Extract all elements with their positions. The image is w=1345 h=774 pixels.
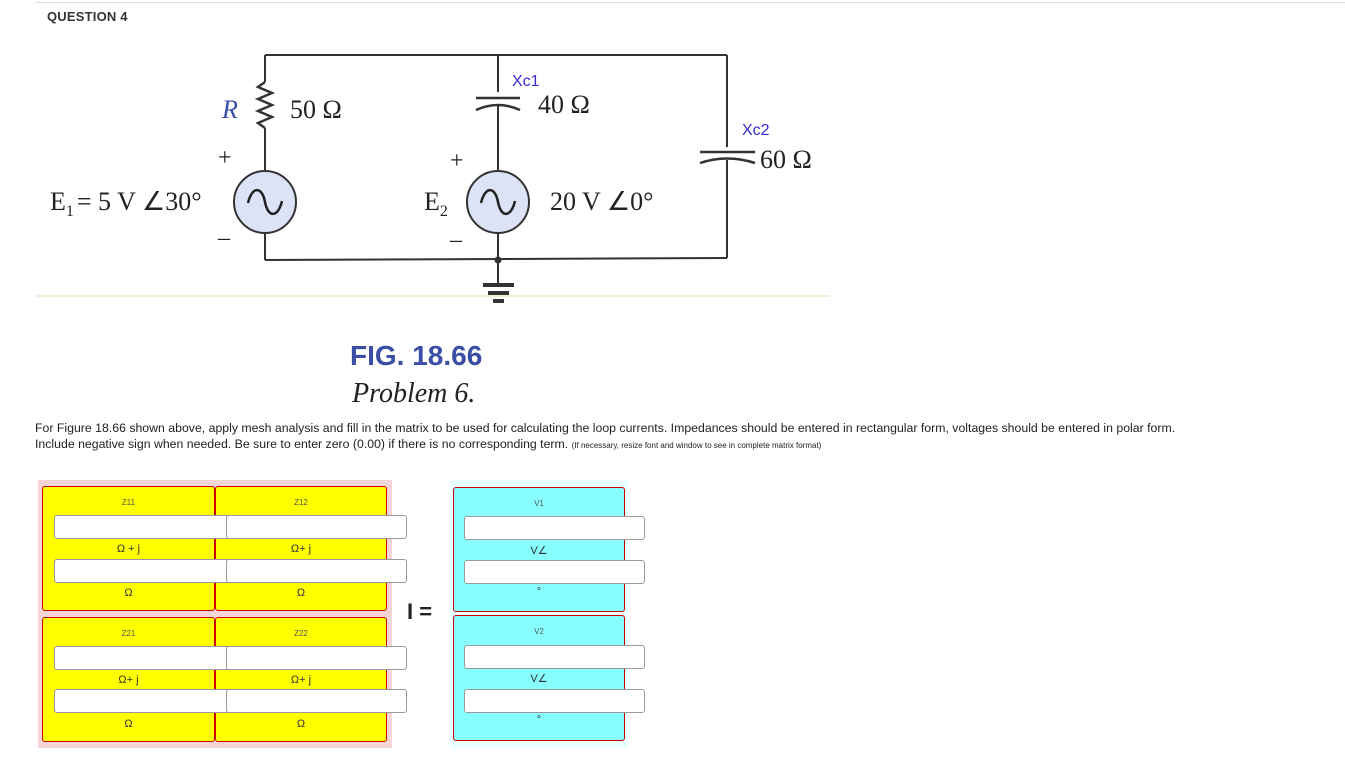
z22-real-input[interactable]	[226, 646, 407, 670]
instructions-text: For Figure 18.66 shown above, apply mesh…	[35, 421, 1176, 451]
z21-unit-real: Ω+ j	[118, 674, 139, 686]
question-title: QUESTION 4	[47, 9, 128, 24]
top-divider	[35, 2, 1345, 3]
z11-imag-input[interactable]	[54, 559, 236, 583]
xc2-value: 60 Ω	[760, 145, 812, 174]
v1-unit-angle: °	[536, 586, 542, 598]
figure-subtitle: Problem 6.	[352, 378, 476, 409]
z22-unit-real: Ω+ j	[290, 674, 312, 686]
z21-label: Z21	[121, 629, 136, 638]
z12-unit-imag: Ω	[296, 587, 306, 599]
z11-cell: Z11 Ω + j Ω	[42, 486, 215, 611]
z12-label: Z12	[294, 498, 308, 507]
e2-source-icon	[466, 170, 530, 234]
z12-real-input[interactable]	[226, 515, 407, 539]
z22-unit-imag: Ω	[296, 718, 306, 730]
z22-imag-input[interactable]	[226, 689, 407, 713]
v1-magnitude-input[interactable]	[464, 516, 645, 540]
v1-unit-magnitude: V∠	[530, 545, 548, 557]
e2-label: E2	[424, 187, 448, 220]
e2-plus: +	[450, 148, 464, 174]
e2-value: 20 V ∠0°	[550, 187, 654, 216]
z22-label: Z22	[294, 629, 308, 638]
z12-unit-real: Ω+ j	[290, 543, 312, 555]
v2-label: V2	[534, 627, 544, 636]
equals-sign: I =	[407, 599, 433, 624]
figure-title: FIG. 18.66	[350, 340, 483, 371]
v2-angle-input[interactable]	[464, 689, 645, 713]
z12-cell: Z12 Ω+ j Ω	[215, 486, 387, 611]
xc2-label: Xc2	[742, 122, 770, 139]
circuit-diagram: R 50 Ω Xc1 40 Ω Xc2 60 Ω + – + – E1= 5 V…	[35, 54, 830, 303]
v2-magnitude-input[interactable]	[464, 645, 645, 669]
z11-unit-imag: Ω	[124, 587, 133, 599]
e2-minus: –	[449, 227, 463, 253]
e1-label: E1= 5 V ∠30°	[50, 187, 202, 220]
v1-label: V1	[534, 499, 544, 508]
z21-unit-imag: Ω	[124, 718, 133, 730]
ground-icon	[483, 283, 514, 303]
v1-cell: V1 V∠ °	[453, 487, 625, 612]
e1-minus: –	[217, 225, 231, 251]
e1-source-icon	[233, 170, 297, 234]
r-label: R	[221, 95, 238, 124]
z11-label: Z11	[121, 498, 136, 507]
z22-cell: Z22 Ω+ j Ω	[215, 617, 387, 742]
xc1-label: Xc1	[512, 73, 540, 90]
z11-real-input[interactable]	[54, 515, 236, 539]
z12-imag-input[interactable]	[226, 559, 407, 583]
r-value: 50 Ω	[290, 95, 342, 124]
xc1-value: 40 Ω	[538, 90, 590, 119]
z11-unit-real: Ω + j	[116, 543, 141, 555]
z21-cell: Z21 Ω+ j Ω	[42, 617, 215, 742]
v2-cell: V2 V∠ °	[453, 615, 625, 741]
z21-real-input[interactable]	[54, 646, 236, 670]
instructions: For Figure 18.66 shown above, apply mesh…	[35, 420, 1215, 454]
instructions-note: (If necessary, resize font and window to…	[571, 441, 822, 450]
z21-imag-input[interactable]	[54, 689, 236, 713]
v1-angle-input[interactable]	[464, 560, 645, 584]
v2-unit-magnitude: V∠	[530, 673, 548, 685]
v2-unit-angle: °	[536, 714, 542, 726]
e1-plus: +	[218, 145, 232, 171]
